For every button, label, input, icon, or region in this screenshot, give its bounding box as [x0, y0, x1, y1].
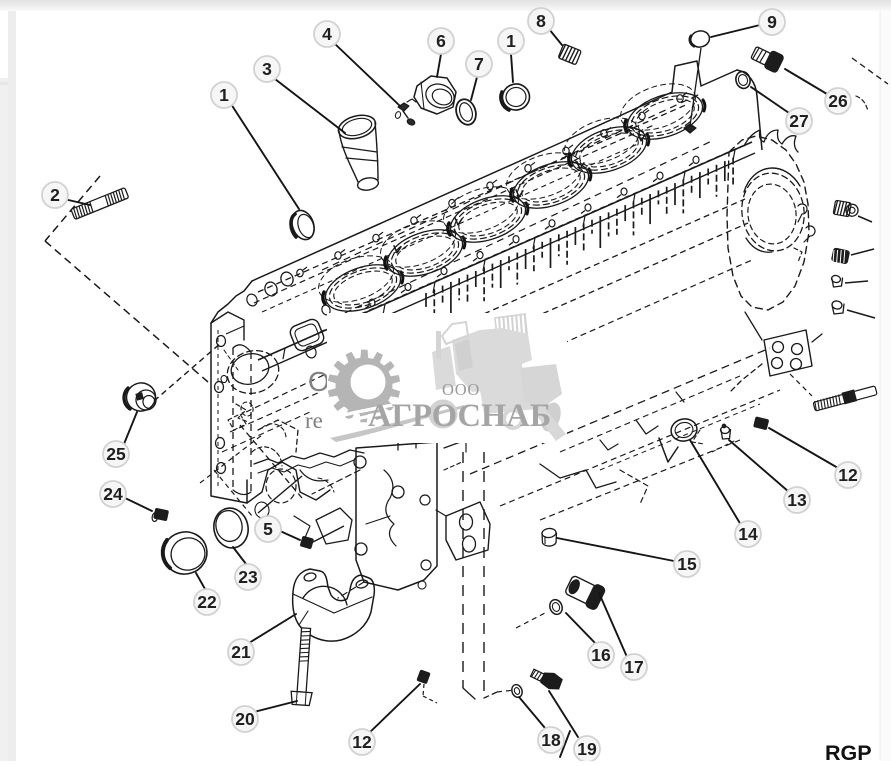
- svg-text:19: 19: [577, 739, 597, 759]
- svg-text:17: 17: [624, 657, 643, 677]
- svg-text:14: 14: [738, 524, 758, 544]
- svg-text:22: 22: [197, 592, 217, 612]
- svg-text:21: 21: [231, 642, 251, 662]
- svg-text:8: 8: [536, 11, 546, 31]
- svg-text:3: 3: [262, 59, 272, 79]
- svg-text:4: 4: [322, 24, 332, 44]
- svg-text:18: 18: [541, 730, 561, 750]
- svg-text:12: 12: [352, 732, 372, 752]
- svg-text:13: 13: [787, 490, 807, 510]
- svg-text:12: 12: [838, 465, 858, 485]
- svg-text:25: 25: [106, 444, 126, 464]
- svg-text:9: 9: [767, 12, 777, 32]
- svg-text:15: 15: [677, 554, 697, 574]
- svg-text:5: 5: [263, 519, 273, 539]
- svg-text:23: 23: [238, 567, 258, 587]
- svg-text:АГРОСНАБ: АГРОСНАБ: [368, 398, 551, 434]
- svg-text:RGP: RGP: [825, 741, 872, 761]
- svg-text:20: 20: [235, 709, 255, 729]
- svg-text:24: 24: [103, 484, 123, 504]
- svg-text:27: 27: [789, 111, 808, 131]
- svg-text:1: 1: [219, 85, 229, 105]
- svg-text:ООО: ООО: [442, 380, 480, 399]
- svg-text:16: 16: [591, 645, 611, 665]
- svg-text:1: 1: [506, 31, 516, 51]
- svg-text:26: 26: [828, 91, 848, 111]
- svg-text:2: 2: [50, 185, 60, 205]
- svg-text:O: O: [308, 366, 330, 397]
- svg-text:6: 6: [436, 31, 446, 51]
- svg-text:7: 7: [474, 54, 484, 74]
- svg-text:re: re: [305, 408, 323, 433]
